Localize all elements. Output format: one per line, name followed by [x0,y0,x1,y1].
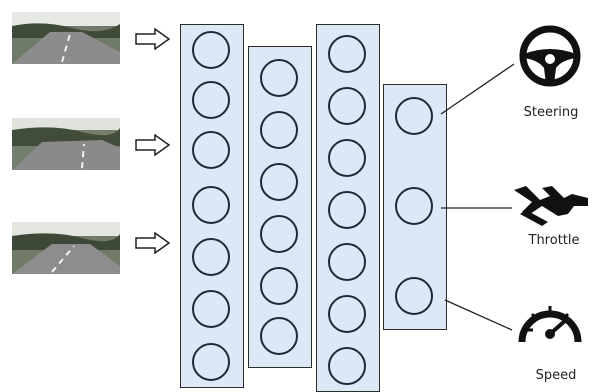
layer-4 [383,84,447,330]
neuron [260,59,298,97]
neuron [192,31,230,69]
neuron [328,87,366,125]
neuron [260,215,298,253]
steering-connection [440,63,515,115]
layer-1 [180,24,244,388]
neuron [260,163,298,201]
neuron [395,187,433,225]
camera-image-2 [12,118,120,170]
neuron [395,97,433,135]
neuron [328,35,366,73]
neuron [192,186,230,224]
neuron [260,267,298,305]
input-arrow-3 [135,232,171,254]
neuron [260,317,298,355]
camera-image-3 [12,222,120,274]
speed-connection [444,299,513,331]
neuron [192,131,230,169]
neuron [328,139,366,177]
speedometer-icon [518,306,582,343]
neuron [328,191,366,229]
neuron [192,81,230,119]
neuron [395,277,433,315]
neuron [260,111,298,149]
neuron [192,238,230,276]
neuron [328,243,366,281]
input-arrow-2 [135,134,171,156]
camera-image-1 [12,12,120,64]
throttle-label: Throttle [528,233,580,248]
neuron [328,295,366,333]
steering-wheel-icon [519,25,581,87]
input-arrow-1 [135,28,171,50]
layer-3 [316,24,380,392]
pedal-icon [514,186,588,226]
speed-label: Speed [535,368,577,383]
steering-label: Steering [523,105,579,120]
neuron [192,290,230,328]
neuron [192,343,230,381]
neuron [328,347,366,385]
layer-2 [248,46,312,368]
